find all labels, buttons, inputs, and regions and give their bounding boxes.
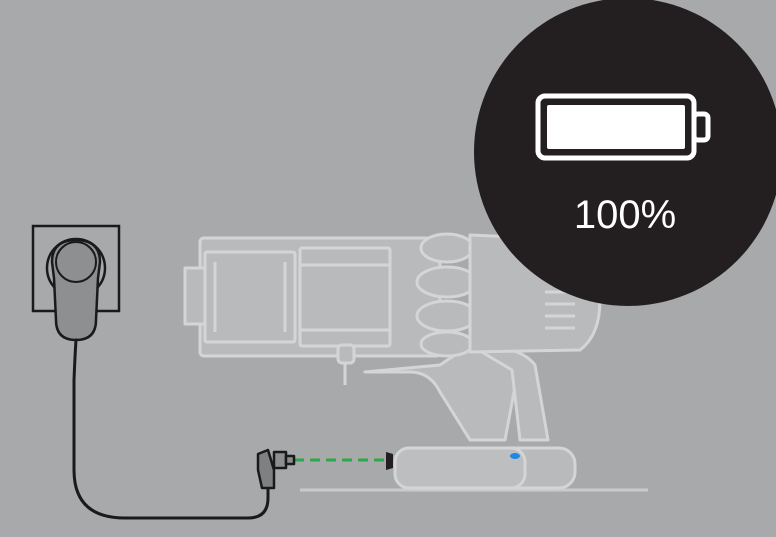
charge-port [386, 452, 393, 470]
charge-led [510, 453, 520, 459]
battery-status-badge: 100% [474, 0, 776, 306]
battery-fill-level [547, 105, 685, 149]
vacuum-device [183, 232, 602, 490]
dc-connector-icon [256, 448, 296, 490]
battery-percent-label: 100% [574, 193, 676, 237]
battery-full-icon [535, 93, 711, 161]
charging-cable [72, 338, 270, 520]
wall-plug-icon [31, 224, 121, 342]
